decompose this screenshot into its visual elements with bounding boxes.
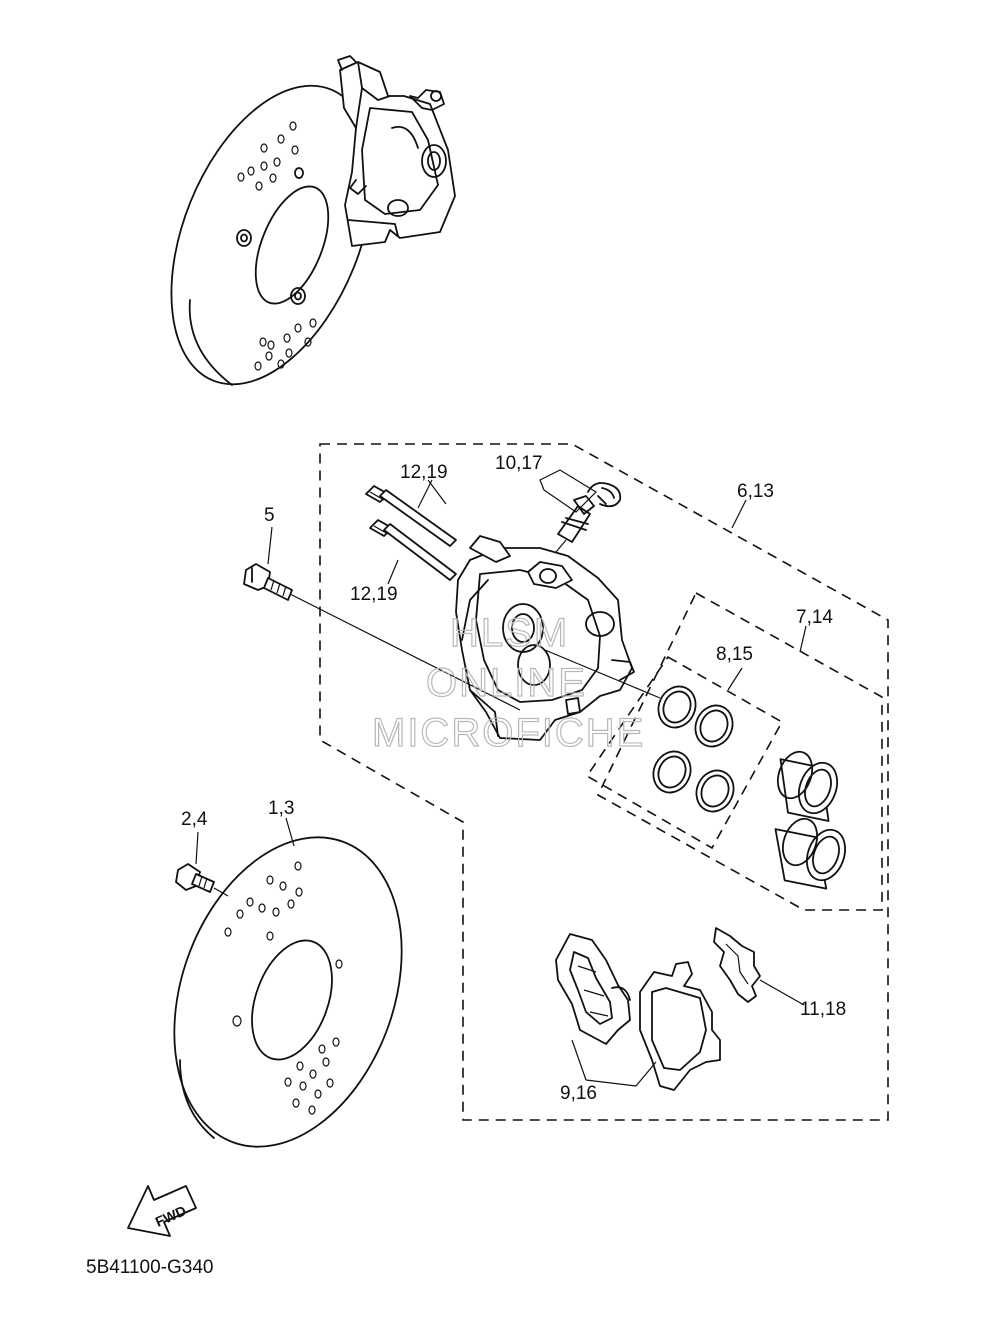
watermark-line-2: ONLINE	[426, 661, 587, 705]
callout-11-18: 11,18	[800, 999, 846, 1020]
diagram-code: 5B41100-G340	[86, 1257, 213, 1278]
callout-7-14: 7,14	[796, 607, 833, 628]
caliper-body	[455, 535, 635, 741]
brake-pad-inner	[555, 933, 631, 1045]
axis-line-bolt	[289, 593, 521, 711]
callout-2-4: 2,4	[181, 809, 208, 830]
callout-12-19-top: 12,19	[400, 462, 448, 483]
bleeder-cap	[587, 482, 622, 508]
piston-kit-boundary	[596, 591, 883, 911]
piston-seal-rings	[652, 685, 735, 813]
brake-pad-outer	[639, 961, 721, 1091]
callout-12-19-bottom: 12,19	[350, 584, 398, 605]
callout-6-13: 6,13	[737, 481, 774, 502]
forward-direction-arrow: FWD	[127, 1185, 197, 1237]
callout-9-16: 9,16	[560, 1083, 597, 1104]
assembled-disc-and-caliper	[170, 55, 456, 386]
callout-labels: 12,19 10,17 6,13 5 12,19 7,14 8,15 2,4 1…	[181, 453, 846, 1104]
bleeder-screw	[555, 495, 595, 553]
slide-pin-bolt-lower	[369, 519, 457, 581]
slide-pin-bolt-upper	[365, 485, 457, 547]
callout-leaders	[195, 469, 807, 1087]
watermark-line-1: HLSM	[450, 611, 569, 655]
caliper-assembly-boundary	[319, 443, 889, 1121]
disc-bolt	[175, 863, 229, 897]
caliper-pistons	[774, 750, 847, 890]
caliper-mounting-bolt	[243, 563, 293, 601]
callout-1-3: 1,3	[268, 798, 294, 819]
brake-disc	[173, 836, 403, 1148]
watermark: HLSM ONLINE MICROFICHE	[371, 610, 645, 755]
callout-10-17: 10,17	[495, 453, 543, 474]
pad-spring	[713, 927, 761, 1003]
watermark-line-3: MICROFICHE	[372, 711, 645, 755]
seal-kit-boundary	[585, 655, 784, 850]
callout-8-15: 8,15	[716, 644, 753, 665]
callout-5: 5	[264, 505, 275, 526]
axis-line-piston	[544, 649, 661, 699]
